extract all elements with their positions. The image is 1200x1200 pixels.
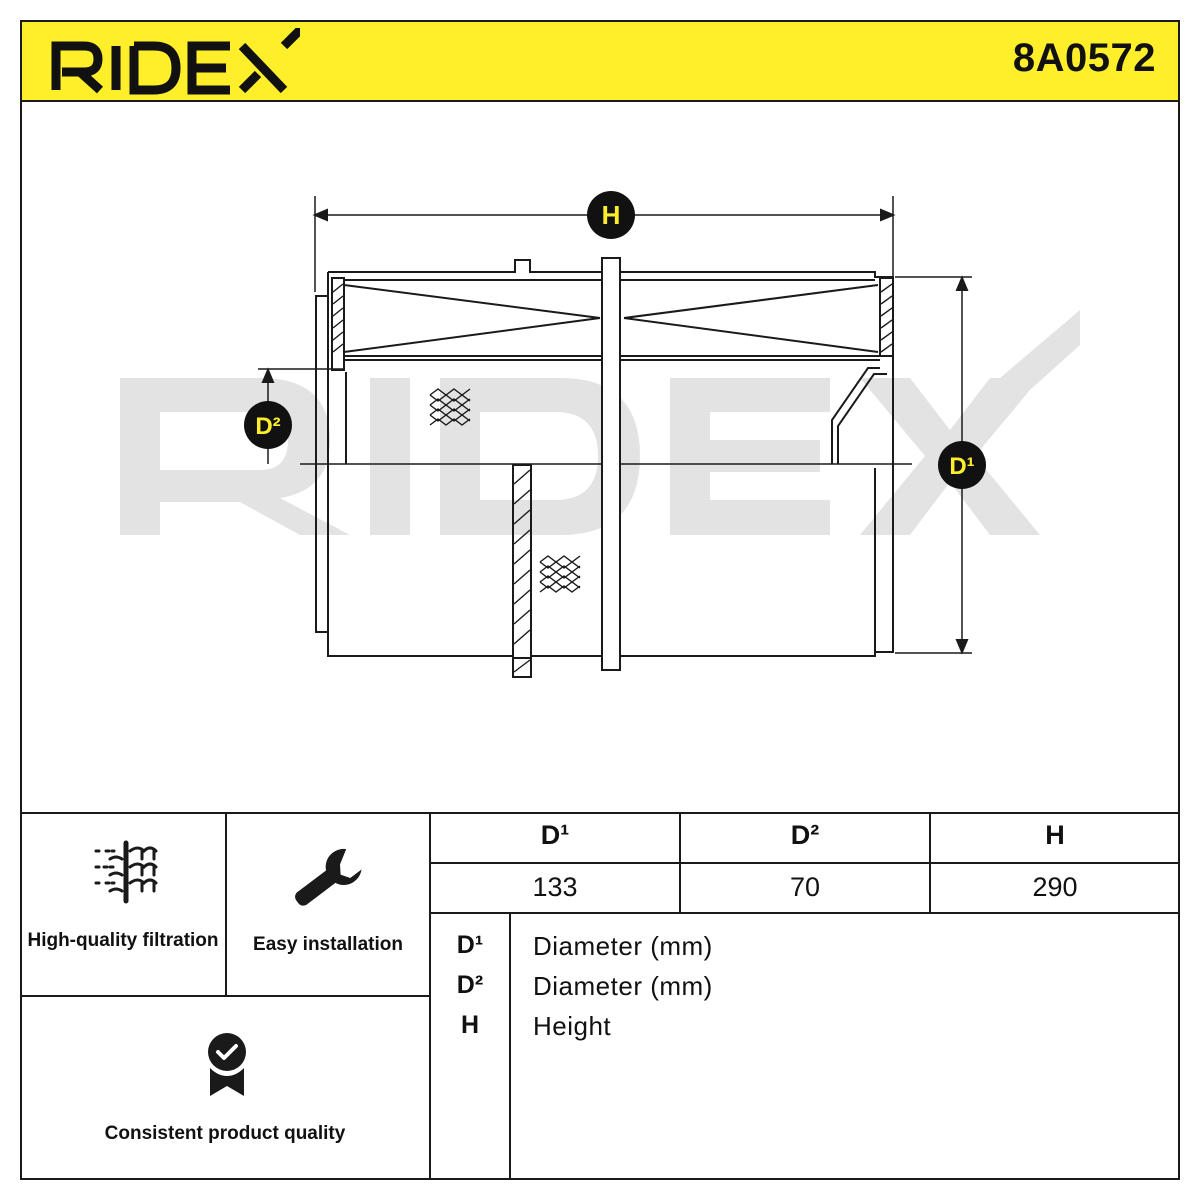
legend-desc-d1: Diameter (mm) xyxy=(533,931,713,961)
wrench-icon xyxy=(295,848,362,906)
dimension-badge-d1: D¹ xyxy=(938,441,986,489)
badge-d2-label: D² xyxy=(255,413,280,440)
badge-h-label: H xyxy=(602,200,621,230)
legend-key-d2: D² xyxy=(456,971,484,999)
badge-d1-label: D¹ xyxy=(949,453,974,480)
legend-desc-d2: Diameter (mm) xyxy=(533,971,713,1001)
ridex-logo xyxy=(51,28,300,95)
table-header-d2: D² xyxy=(790,820,820,850)
table-header-h: H xyxy=(1045,820,1065,850)
part-number: 8A0572 xyxy=(1012,36,1156,80)
header-bar: 8A0572 xyxy=(20,20,1180,102)
filter-technical-drawing: H D¹ D² xyxy=(120,191,1080,678)
filter-media-symbol-lower xyxy=(539,555,581,593)
quality-badge-icon xyxy=(208,1033,246,1096)
feature-installation: Easy installation xyxy=(226,813,430,996)
filter-media-symbol-upper xyxy=(429,388,471,426)
feature-quality: Consistent product quality xyxy=(20,996,430,1180)
legend-key-h: H xyxy=(460,1011,480,1039)
dimension-badge-h: H xyxy=(587,191,635,239)
legend-key-d1: D¹ xyxy=(456,931,484,959)
table-header-d1: D¹ xyxy=(540,820,570,850)
table-value-d1: 133 xyxy=(532,872,578,902)
feature-quality-label: Consistent product quality xyxy=(104,1123,346,1144)
table-value-d2: 70 xyxy=(789,872,821,902)
feature-filtration-label: High-quality filtration xyxy=(27,930,219,951)
filtration-icon xyxy=(94,840,158,904)
feature-filtration: High-quality filtration xyxy=(20,813,226,996)
feature-installation-label: Easy installation xyxy=(253,934,403,955)
table-value-h: 290 xyxy=(1032,872,1078,902)
legend-desc-h: Height xyxy=(533,1011,612,1041)
dimension-badge-d2: D² xyxy=(244,401,292,449)
